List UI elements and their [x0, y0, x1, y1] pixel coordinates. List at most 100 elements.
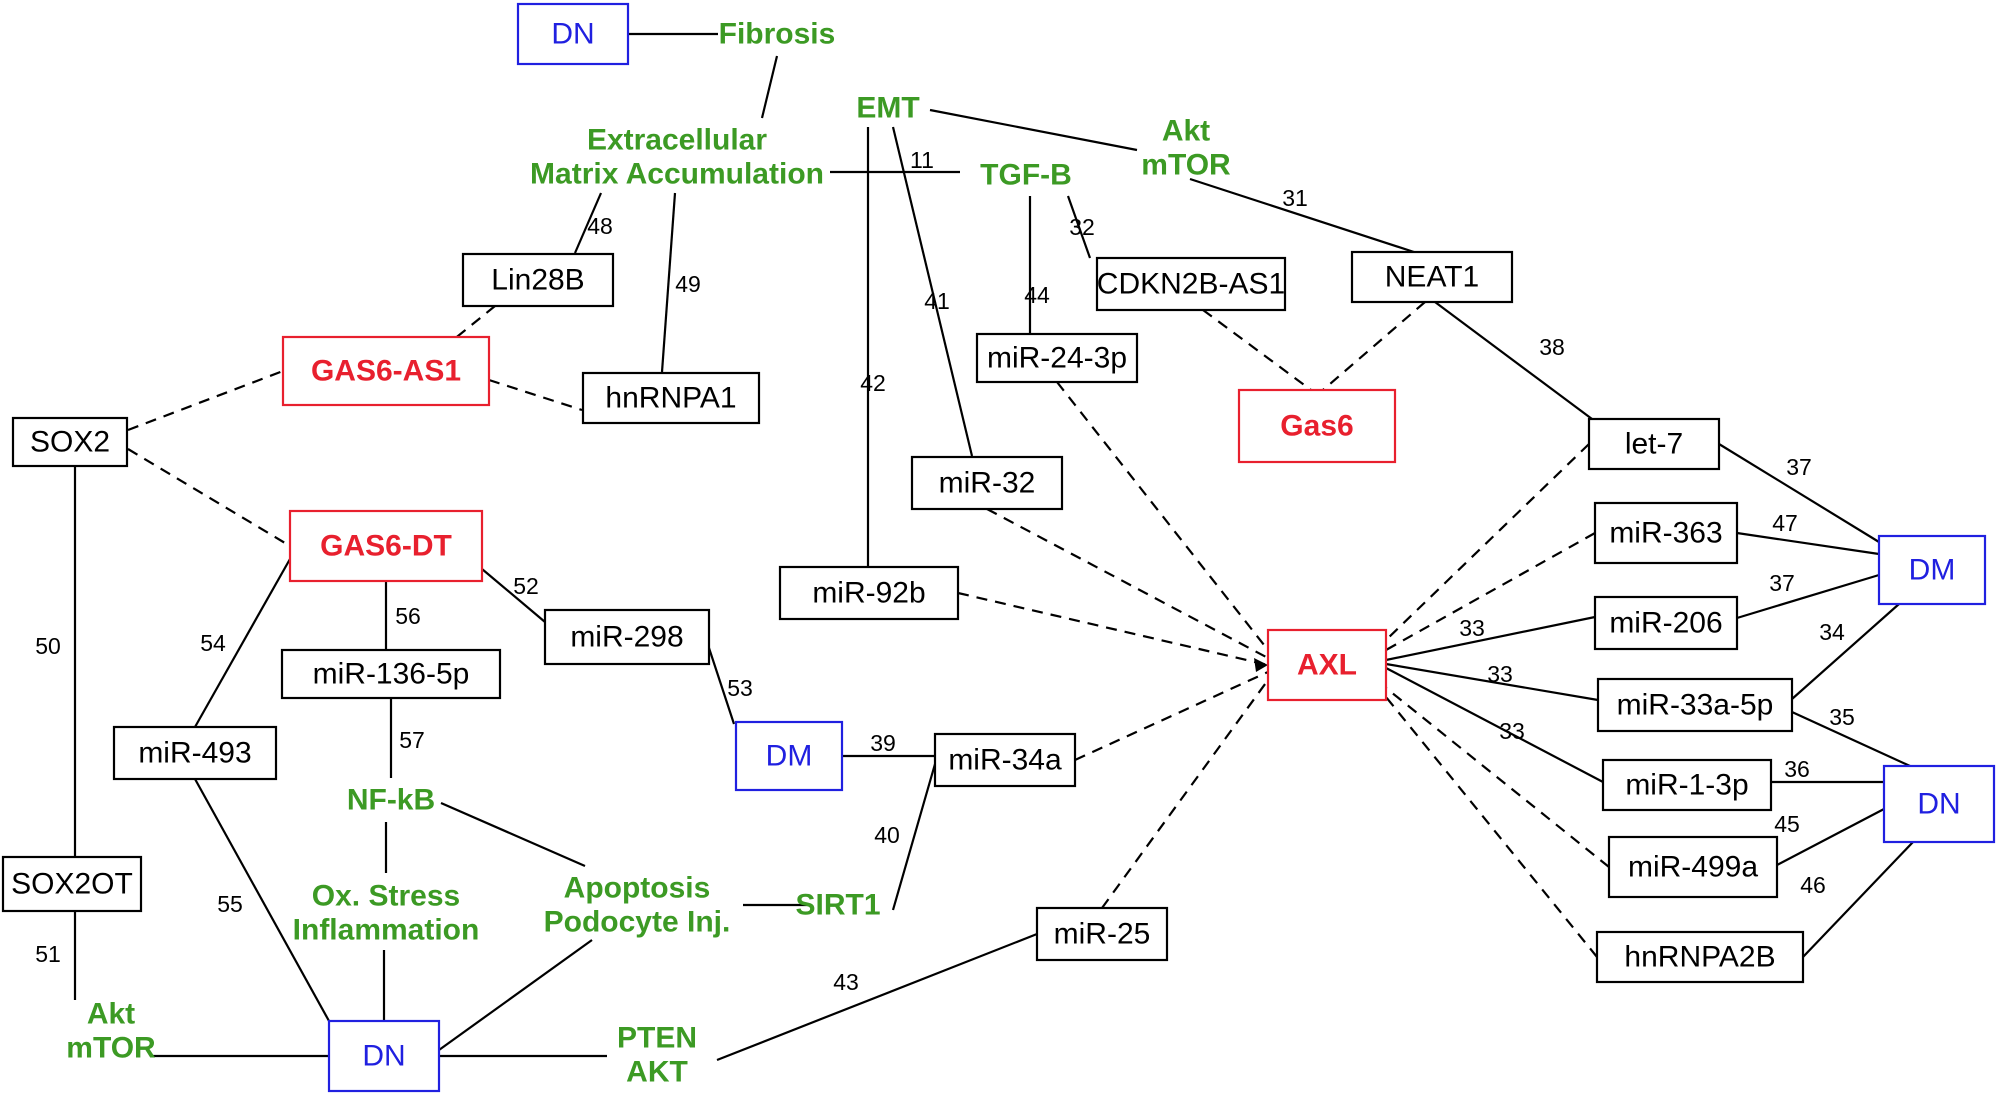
- node-label: miR-363: [1609, 517, 1722, 550]
- edge-nfkb-to-apoptosis: [440, 801, 586, 868]
- node-box: [734, 720, 844, 792]
- node-dm-mid: DM: [734, 720, 844, 792]
- node-label: DM: [766, 740, 813, 773]
- edge-label: 32: [1069, 214, 1095, 240]
- node-mir33a5p: miR-33a-5p: [1596, 677, 1794, 733]
- edge-ecm-to-lin28b: [573, 192, 603, 254]
- edge-gas6dt-to-mir298: [481, 568, 546, 623]
- edge-label: 54: [200, 630, 226, 656]
- node-box: [1595, 930, 1805, 984]
- edge-label: 53: [727, 675, 753, 701]
- node-box: [1350, 250, 1514, 304]
- node-neat1: NEAT1: [1350, 250, 1514, 304]
- node-dm-right: DM: [1877, 534, 1987, 606]
- edge-mir206-to-dm-right: [1736, 573, 1880, 620]
- edge-mir33a5p-to-dn-right: [1791, 710, 1911, 768]
- node-box: [461, 252, 615, 308]
- node-fibrosis: Fibrosis: [719, 18, 836, 51]
- node-gas6dt: GAS6-DT: [288, 509, 484, 583]
- node-box: [11, 416, 129, 468]
- node-hnrnpa1: hnRNPA1: [581, 371, 761, 425]
- node-box: [1266, 628, 1388, 702]
- edge-mir33a5p-to-dm-right: [1791, 603, 1900, 700]
- edge-label: 11: [910, 147, 934, 173]
- node-box: [778, 565, 960, 621]
- node-box: [288, 509, 484, 583]
- node-box: [975, 332, 1139, 384]
- node-mir34a: miR-34a: [933, 732, 1077, 788]
- edge-gas6dt-to-mir493: [194, 558, 291, 728]
- node-label: miR-32: [939, 467, 1036, 500]
- edge-label: 41: [924, 288, 950, 314]
- edge-label: 42: [860, 370, 886, 396]
- node-box: [933, 732, 1077, 788]
- node-label: hnRNPA1: [605, 382, 736, 415]
- edge-axl-to-mir33a5p: [1385, 662, 1599, 702]
- node-label: Fibrosis: [719, 18, 836, 51]
- node-nfkb: NF-kB: [347, 784, 435, 817]
- node-label: hnRNPA2B: [1624, 941, 1775, 974]
- node-mir32: miR-32: [910, 455, 1064, 511]
- node-label: mTOR: [1141, 149, 1231, 182]
- edge-label: 47: [1772, 510, 1798, 536]
- node-label: GAS6-DT: [320, 530, 452, 563]
- node-label: EMT: [856, 92, 919, 125]
- node-label: miR-33a-5p: [1617, 689, 1774, 722]
- edge-mir32-to-axl: [986, 508, 1269, 659]
- node-cdkn2b: CDKN2B-AS1: [1095, 256, 1287, 312]
- edge-tgfb-to-cdkn2b: [1066, 195, 1092, 259]
- node-tgfb: TGF-B: [980, 159, 1072, 192]
- edge-cdkn2b-to-gas6: [1202, 309, 1312, 391]
- node-label: Akt: [87, 998, 135, 1031]
- node-box: [1607, 835, 1779, 899]
- edge-label: 50: [35, 633, 61, 659]
- edge-label: 51: [35, 941, 61, 967]
- edge-emt-to-akt-top: [929, 108, 1138, 152]
- node-label: DN: [551, 18, 594, 51]
- node-label: Podocyte Inj.: [544, 906, 731, 939]
- node-label: Gas6: [1280, 410, 1353, 443]
- node-sox2: SOX2: [11, 416, 129, 468]
- node-box: [280, 648, 502, 700]
- node-mir243p: miR-24-3p: [975, 332, 1139, 384]
- node-box: [112, 725, 278, 781]
- node-label: CDKN2B-AS1: [1097, 268, 1285, 301]
- node-label: miR-493: [138, 737, 251, 770]
- node-box: [1095, 256, 1287, 312]
- node-box: [327, 1019, 441, 1093]
- edge-emt-to-mir32: [891, 126, 974, 457]
- node-box: [1237, 388, 1397, 464]
- edge-mir363-to-dm-right: [1736, 531, 1880, 556]
- edge-label: 36: [1784, 756, 1810, 782]
- edge-mir499a-to-dn-right: [1776, 808, 1885, 866]
- edge-hnrnpa2b-to-dn-right: [1802, 841, 1914, 958]
- node-label: TGF-B: [980, 159, 1072, 192]
- edge-axl-to-mir206: [1385, 615, 1596, 662]
- edge-label: 44: [1024, 282, 1050, 308]
- node-mir92b: miR-92b: [778, 565, 960, 621]
- node-box: [1601, 758, 1773, 812]
- edge-label: 33: [1459, 615, 1485, 641]
- edge-label: 37: [1786, 454, 1812, 480]
- node-label: DN: [1917, 788, 1960, 821]
- edge-label: 33: [1487, 661, 1513, 687]
- node-box: [1877, 534, 1987, 606]
- edge-mir25-to-axl: [1101, 679, 1269, 909]
- node-label: miR-206: [1609, 607, 1722, 640]
- edge-sox2-to-gas6dt: [127, 448, 291, 547]
- node-axl: AXL: [1266, 628, 1388, 702]
- node-box: [281, 335, 491, 407]
- node-box: [1882, 764, 1996, 844]
- edge-akt-top-to-neat1: [1189, 177, 1415, 254]
- node-label: SOX2OT: [11, 868, 133, 901]
- node-label: GAS6-AS1: [311, 355, 461, 388]
- node-mir25: miR-25: [1035, 906, 1169, 962]
- node-box: [1596, 677, 1794, 733]
- node-label: AXL: [1297, 649, 1357, 682]
- node-dn-bottom: DN: [327, 1019, 441, 1093]
